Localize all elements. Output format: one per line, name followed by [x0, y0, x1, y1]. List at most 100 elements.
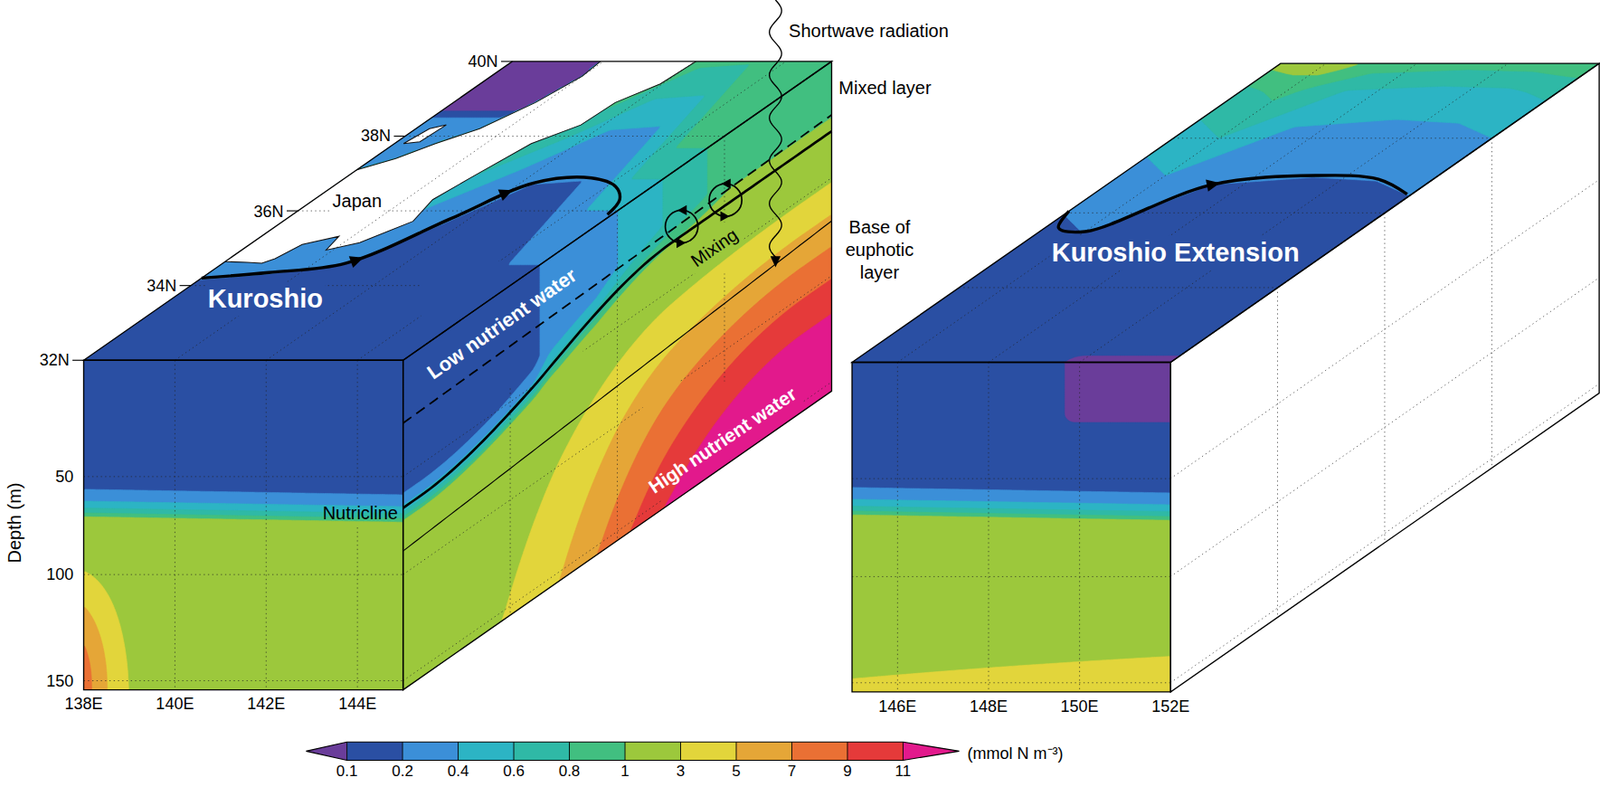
- colorbar-divider: [846, 741, 848, 760]
- nitrate-contour: [852, 499, 1171, 692]
- colorbar-label: 1: [620, 762, 629, 781]
- axis-title: Depth (m): [3, 482, 25, 563]
- radiation-wave: [769, 0, 782, 257]
- colorbar-label: 0.1: [336, 762, 359, 781]
- block-outline: [84, 61, 1600, 692]
- nitrate-contour: [84, 516, 404, 690]
- grid-line: [403, 381, 833, 681]
- colorbar-divider: [791, 741, 793, 760]
- longitude-label: 146E: [878, 697, 917, 717]
- grid-line: [1170, 383, 1600, 682]
- right-front-face: [852, 362, 1171, 692]
- face-edge: [84, 61, 833, 360]
- grid-lines: [84, 61, 1600, 692]
- colorbar-divider: [902, 741, 904, 760]
- longitude-label: 140E: [155, 694, 194, 714]
- colorbar-divider: [680, 741, 682, 760]
- nitrate-contour: [84, 501, 404, 691]
- nitrate-contour: [630, 278, 832, 531]
- colorbar-label: 0.4: [447, 762, 470, 781]
- grid-line: [958, 286, 1278, 288]
- current-label: Kuroshio: [208, 284, 323, 314]
- latitude-ticks: [72, 61, 512, 360]
- grid-line: [357, 61, 786, 360]
- nitrate-contour: [852, 487, 1171, 692]
- nitrate-contour: [84, 512, 404, 691]
- eddy-symbol: [665, 209, 699, 243]
- grid-line: [174, 359, 176, 690]
- colorbar-divider: [457, 741, 459, 760]
- left-front-face: [84, 359, 404, 690]
- coastline: [216, 54, 708, 264]
- annotation-label: Shortwave radiation: [788, 19, 949, 41]
- nitrate-contour: [84, 489, 404, 691]
- tick-mark: [501, 60, 512, 62]
- nitrate-contour: [559, 214, 833, 581]
- face-edge: [852, 362, 1171, 692]
- colorbar-arrow: [305, 741, 347, 760]
- colorbar-segment: [681, 741, 738, 760]
- colorbar-segment: [347, 741, 404, 760]
- colorbar-label: 5: [731, 762, 740, 781]
- land-label: Japan: [332, 190, 383, 212]
- colorbar-divider: [568, 741, 570, 760]
- longitude-label: 148E: [969, 697, 1008, 717]
- grid-line: [265, 359, 267, 690]
- face-edge: [1170, 63, 1600, 692]
- current-arrowhead: [498, 189, 513, 202]
- depth-label: 100: [46, 565, 74, 585]
- nitrate-contour: [84, 645, 93, 690]
- euphotic-base-line: [403, 220, 833, 551]
- latitude-label: 40N: [468, 51, 499, 71]
- tick-mark: [393, 135, 405, 137]
- figure-group: [72, 0, 1600, 761]
- grid-line: [988, 63, 1418, 362]
- nitrate-contour: [852, 362, 1171, 692]
- colorbar-divider: [624, 741, 626, 760]
- nitrate-contour: [84, 571, 130, 691]
- colorbar-segment: [569, 741, 626, 760]
- face-ground: [84, 359, 404, 690]
- grid-line: [265, 61, 695, 360]
- latitude-label: 32N: [39, 350, 70, 370]
- colorbar: [305, 741, 959, 760]
- nitrate-contour: [852, 656, 1171, 692]
- latitude-label: 36N: [254, 201, 285, 221]
- colorbar-label: 3: [676, 762, 685, 781]
- tick-mark: [72, 359, 84, 361]
- face-ground: [852, 362, 1171, 692]
- face-edge: [84, 359, 404, 690]
- colorbar-divider: [402, 741, 404, 760]
- grid-line: [84, 574, 404, 576]
- grid-line: [616, 210, 618, 540]
- nitrate-contour: [852, 506, 1171, 692]
- face-edge: [852, 63, 1600, 362]
- grid-line: [852, 681, 1171, 683]
- colorbar-label: 0.6: [502, 762, 525, 781]
- eddy-arrowhead: [676, 237, 686, 248]
- nitrate-contour: [597, 246, 833, 555]
- annotation-label: Mixed layer: [838, 77, 931, 99]
- annotation-label: Nutricline: [322, 502, 398, 524]
- current-arrowhead: [349, 255, 364, 268]
- nitrate-contour: [1227, 63, 1600, 101]
- colorbar-label: 0.8: [558, 762, 581, 781]
- colorbar-segment: [458, 741, 515, 760]
- nitrate-contour: [852, 514, 1171, 692]
- colorbar-segment: [513, 741, 570, 760]
- colorbar-divider: [735, 741, 737, 760]
- colorbar-arrow: [902, 741, 959, 760]
- colorbar-label: 7: [787, 762, 796, 781]
- longitude-label: 144E: [338, 694, 377, 714]
- blank-side-face: [1170, 63, 1600, 692]
- eddy-symbol: [709, 183, 742, 217]
- nitrate-contour: [84, 359, 404, 690]
- grid-line: [1079, 362, 1080, 692]
- grid-line: [852, 576, 1171, 578]
- colorbar-label: 9: [842, 762, 852, 781]
- coastline: [403, 124, 446, 144]
- depth-label: 150: [46, 671, 74, 691]
- grid-line: [84, 680, 404, 682]
